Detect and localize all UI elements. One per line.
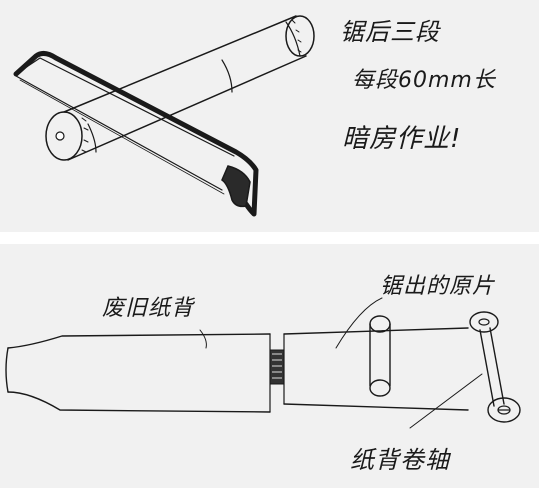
note-saw-three-pieces: 锯后三段	[340, 18, 440, 46]
paper-backing-assembly-drawing	[5, 297, 521, 429]
label-sawn-film: 锯出的原片	[380, 274, 496, 299]
hacksaw	[13, 50, 259, 217]
paper-backing-spool	[469, 311, 521, 423]
saw-and-film-roll-drawing	[13, 15, 315, 217]
label-paper-backing-reel: 纸背卷轴	[350, 446, 450, 474]
note-segment-length: 每段60mm长	[352, 68, 496, 93]
old-paper-backing	[5, 333, 271, 413]
top-sketch-panel: 锯后三段 每段60mm长 暗房作业!	[0, 0, 539, 232]
bottom-sketch-panel: 废旧纸背 锯出的原片 纸背卷轴	[0, 244, 539, 488]
tape-joint	[269, 349, 285, 385]
film-roll-cylinder	[45, 15, 315, 161]
label-old-paper-backing: 废旧纸背	[102, 296, 195, 321]
sawn-film-section	[283, 315, 469, 411]
note-darkroom-work: 暗房作业!	[342, 124, 462, 154]
panel-divider	[0, 232, 539, 244]
